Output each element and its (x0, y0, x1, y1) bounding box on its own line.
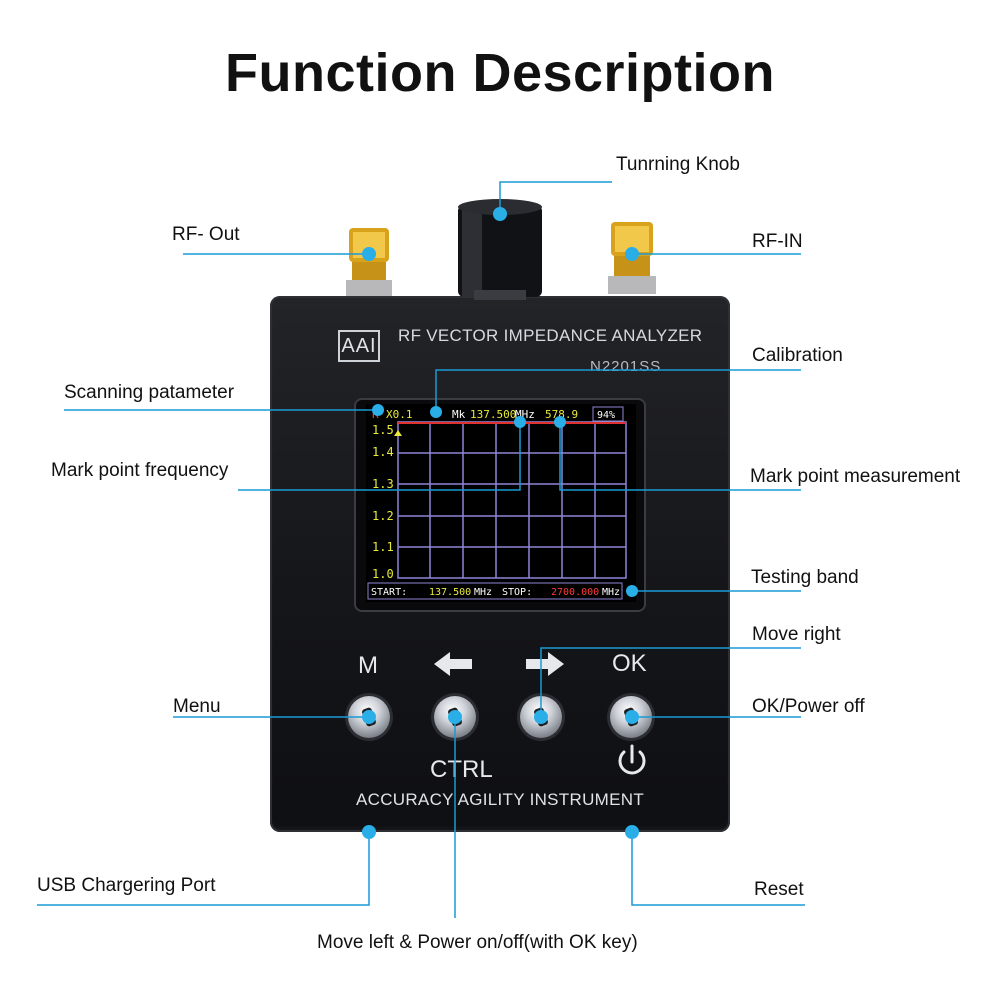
callout-dot (514, 416, 526, 428)
callout-dot (372, 404, 384, 416)
callout-reset: Reset (754, 879, 804, 900)
screen-value: 578.9 (545, 408, 578, 421)
stop-value: 2700.000 (551, 587, 599, 598)
callout-dot (554, 416, 566, 428)
device-footer: ACCURACY AGILITY INSTRUMENT (355, 790, 645, 809)
callout-dot (625, 710, 639, 724)
callout-usb-port: USB Chargering Port (37, 875, 216, 896)
callout-dot (362, 825, 376, 839)
callout-dot (362, 247, 376, 261)
stop-unit: MHz (602, 587, 620, 598)
callout-move-left: Move left & Power on/off(with OK key) (317, 932, 638, 953)
device-title: RF VECTOR IMPEDANCE ANALYZER (398, 326, 703, 345)
callout-dot (625, 825, 639, 839)
power-icon (618, 744, 646, 775)
screen-battery: 94% (597, 410, 615, 421)
arrow-right-icon (526, 652, 564, 676)
ok-key-label: OK (612, 650, 647, 677)
menu-key-label: M (358, 652, 378, 679)
callout-dot (626, 585, 638, 597)
start-label: START: (371, 587, 407, 598)
marker-triangle-icon (394, 430, 402, 436)
ctrl-label: CTRL (430, 756, 493, 783)
callout-dot (534, 710, 548, 724)
y-tick: 1.1 (372, 540, 394, 554)
arrow-left-icon (434, 652, 472, 676)
turning-knob-icon[interactable] (458, 199, 542, 300)
start-value: 137.500 (429, 587, 471, 598)
callout-menu: Menu (173, 696, 221, 717)
callout-rf-out: RF- Out (172, 224, 240, 245)
callout-testing-band: Testing band (751, 567, 859, 588)
callout-dot (430, 406, 442, 418)
callout-move-right: Move right (752, 624, 841, 645)
start-unit: MHz (474, 587, 492, 598)
callout-rf-in: RF-IN (752, 231, 803, 252)
callout-calibration: Calibration (752, 345, 843, 366)
y-tick: 1.0 (372, 567, 394, 581)
y-tick: 1.5 (372, 423, 394, 437)
screen-freq: 137.500 (470, 408, 516, 421)
callout-mark-point-frequency: Mark point frequency (51, 460, 229, 481)
callout-dot (448, 710, 462, 724)
brand-logo: AAI (338, 330, 380, 362)
callout-turning-knob: Tunrning Knob (616, 154, 740, 175)
screen-mk: Mk (452, 408, 466, 421)
y-tick: 1.2 (372, 509, 394, 523)
screen-grid (397, 421, 627, 579)
callout-dot (625, 247, 639, 261)
lcd-screen (366, 404, 636, 602)
stop-label: STOP: (502, 587, 532, 598)
callout-ok-power-off: OK/Power off (752, 696, 865, 717)
callout-scanning-parameter: Scanning patameter (64, 382, 235, 403)
callout-dot (362, 710, 376, 724)
page-title: Function Description (225, 43, 775, 103)
callout-dot (493, 207, 507, 221)
y-tick: 1.4 (372, 445, 394, 459)
y-tick: 1.3 (372, 477, 394, 491)
callout-mark-point-measurement: Mark point measurement (750, 466, 961, 487)
screen-scale: X0.1 (386, 408, 413, 421)
